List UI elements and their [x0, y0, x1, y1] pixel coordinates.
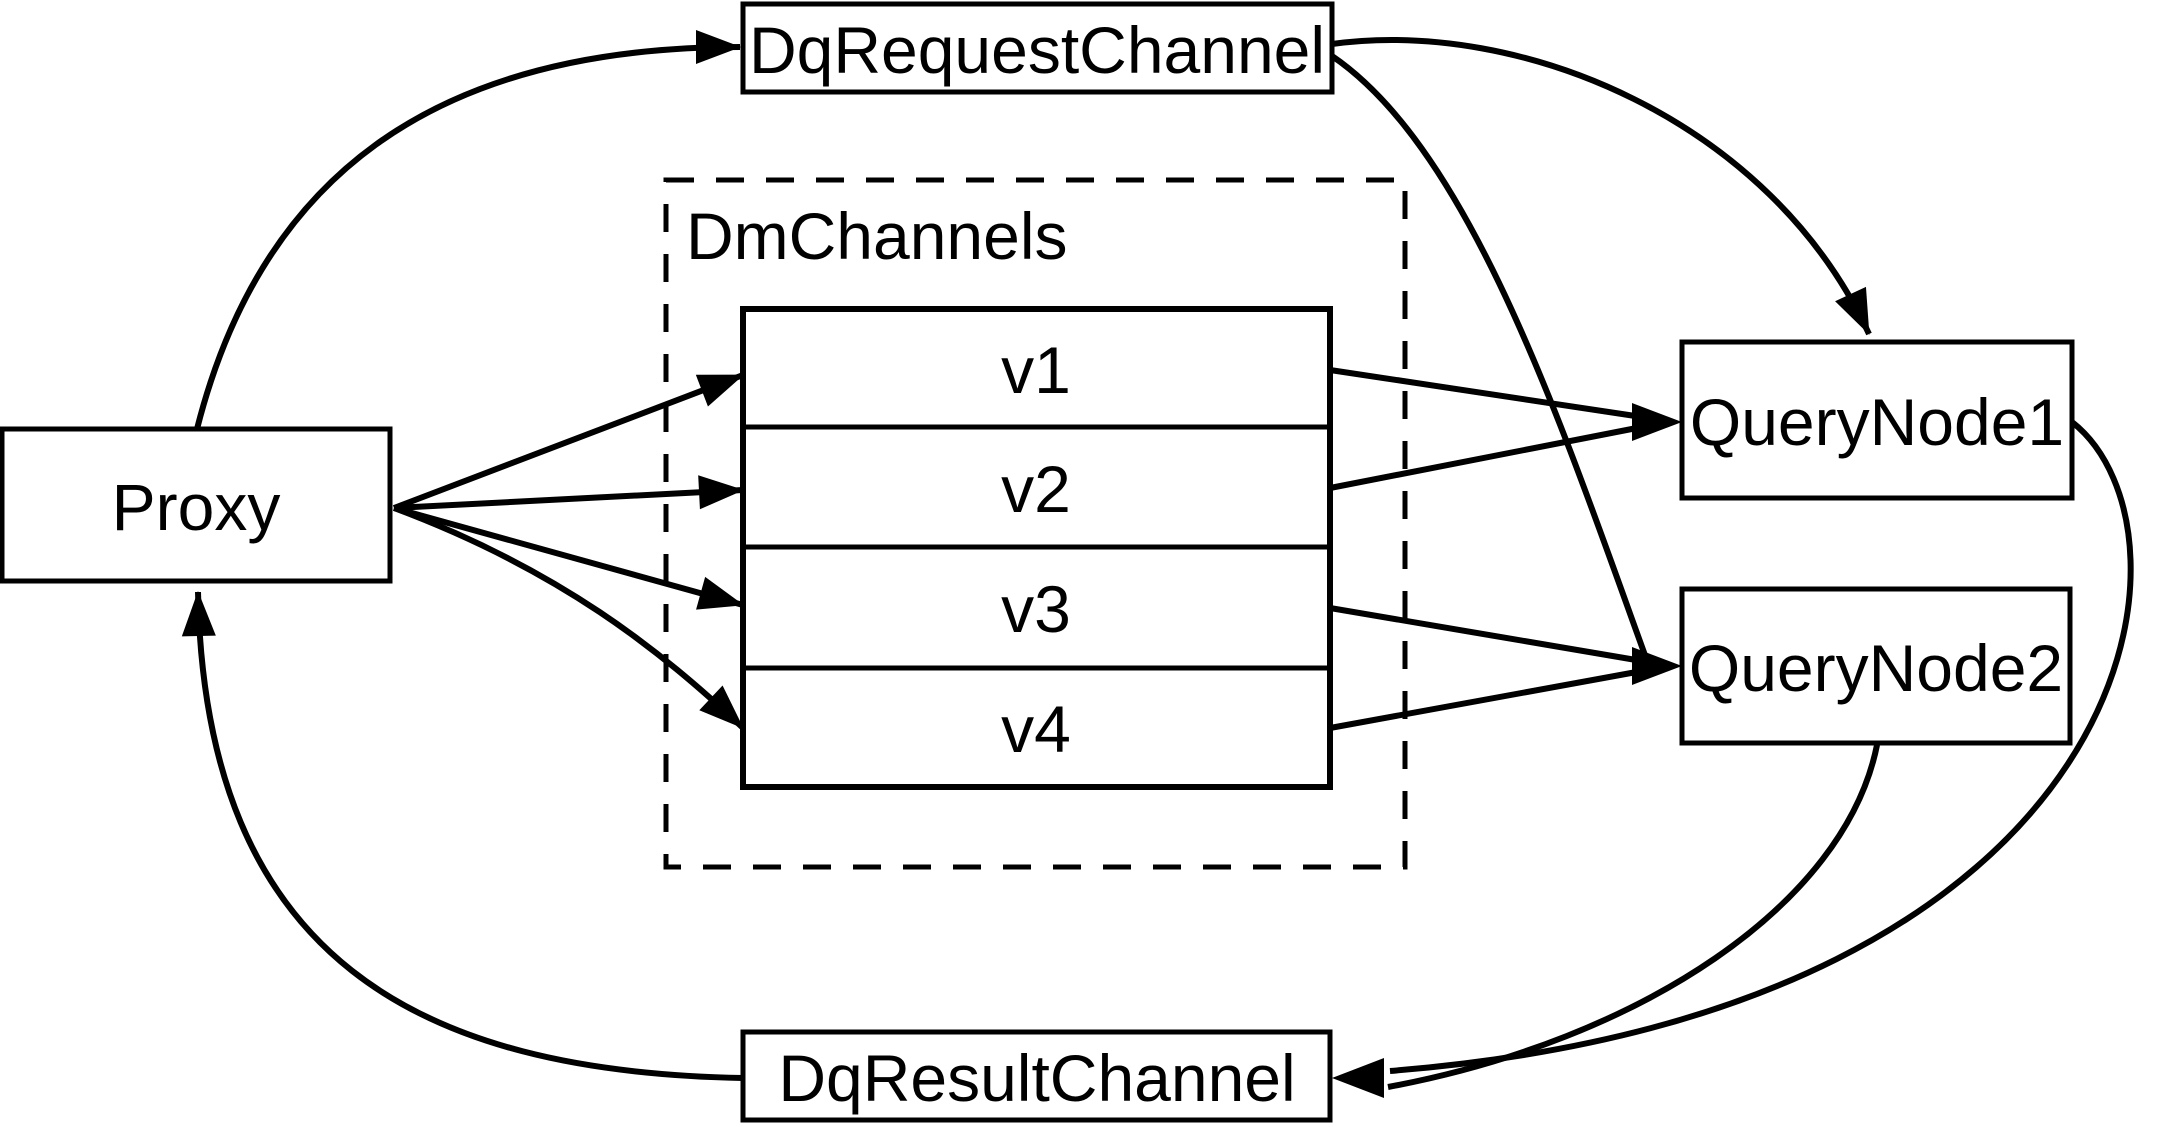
- channel-row-v1-label: v1: [1001, 333, 1071, 407]
- edge-dqrequestchannel-to-querynode1: [1331, 37, 1872, 336]
- querynode2-node: [1679, 586, 2073, 746]
- edge-dqresultchannel-to-proxy: [181, 591, 744, 1081]
- edge-proxy-to-v1: [392, 372, 745, 511]
- dqresultchannel-node: [740, 1029, 1333, 1123]
- edge-v3-to-querynode2: [1329, 605, 1643, 664]
- dqresultchannel-node-label: DqResultChannel: [778, 1041, 1295, 1115]
- dqrequestchannel-node-label: DqRequestChannel: [749, 13, 1325, 87]
- edge-proxy-to-v2: [393, 475, 744, 511]
- dqrequestchannel-node: [740, 1, 1335, 95]
- edge-v2-to-querynode1: [1329, 424, 1643, 491]
- edge-proxy-to-v4: [392, 505, 746, 731]
- querynode2-node-label: QueryNode2: [1689, 631, 2063, 705]
- arrowhead-into-querynode2-icon: [1632, 647, 1682, 685]
- arrowhead-into-dqresultchannel-icon: [1332, 1058, 1384, 1098]
- edge-proxy-to-dqrequestchannel: [194, 30, 741, 430]
- edge-v4-to-querynode2: [1329, 668, 1643, 731]
- arrowhead-into-querynode1-icon: [1632, 403, 1682, 441]
- dm-channels-group-label: DmChannels: [686, 199, 1068, 273]
- channel-row-v3-label: v3: [1001, 572, 1071, 646]
- edge-proxy-to-v3: [393, 505, 744, 610]
- channel-row-v2-label: v2: [1001, 452, 1071, 526]
- querynode1-node-label: QueryNode1: [1690, 385, 2064, 459]
- querynode1-node: [1679, 339, 2075, 501]
- dm-channels-group-box: [663, 177, 1408, 870]
- edge-dqrequestchannel-to-querynode2: [1330, 53, 1649, 660]
- edge-querynode2-to-dqresultchannel: [1387, 744, 1880, 1090]
- channel-row-v4-label: v4: [1001, 692, 1071, 766]
- edge-v1-to-querynode1: [1329, 367, 1643, 420]
- proxy-node-label: Proxy: [112, 470, 281, 544]
- edge-querynode1-to-dqresultchannel: [1389, 419, 2134, 1074]
- proxy-node: [0, 426, 393, 584]
